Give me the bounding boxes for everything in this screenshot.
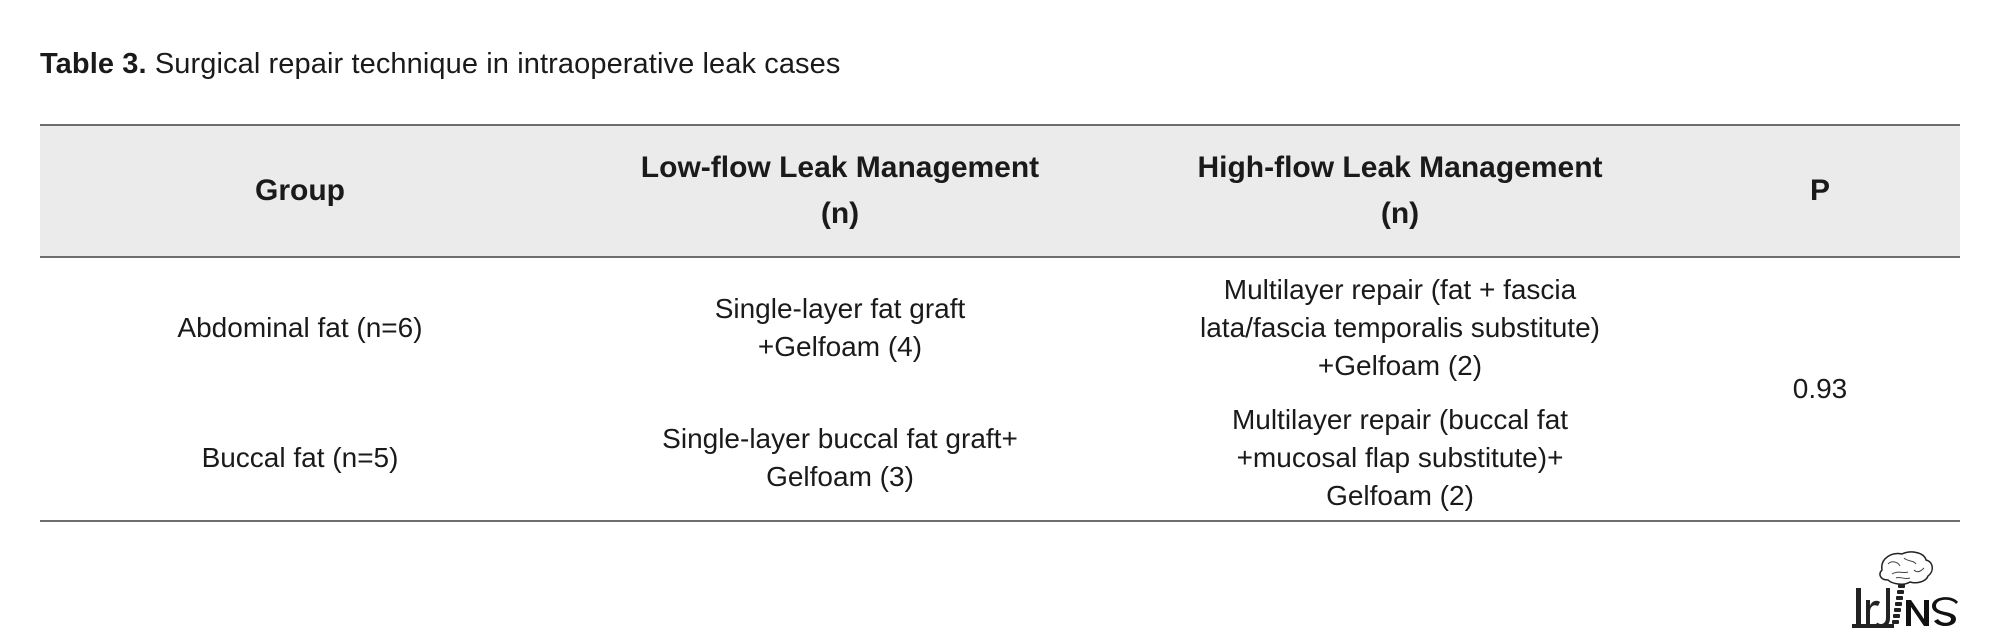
header-low-flow: Low-flow Leak Management (n)	[560, 145, 1120, 237]
cell-low-line2: Gelfoam (3)	[766, 461, 914, 492]
header-low-flow-line2: (n)	[820, 197, 860, 230]
cell-group-text: Abdominal fat (n=6)	[177, 312, 423, 343]
header-high-flow-line1: High-flow Leak Management	[1197, 151, 1603, 184]
table-row: Abdominal fat (n=6) Single-layer fat gra…	[40, 266, 1680, 390]
data-table: Group Low-flow Leak Management (n) High-…	[40, 124, 1960, 522]
header-p-label: P	[1809, 174, 1830, 207]
table-header-row: Group Low-flow Leak Management (n) High-…	[40, 126, 1960, 258]
cell-low-line1: Single-layer fat graft	[714, 293, 966, 324]
table-body: Abdominal fat (n=6) Single-layer fat gra…	[40, 258, 1960, 520]
cell-high-line2: lata/fascia temporalis substitute)	[1200, 312, 1600, 343]
header-high-flow-line2: (n)	[1380, 197, 1420, 230]
header-group: Group	[40, 168, 560, 214]
table-caption: Table 3. Surgical repair technique in in…	[40, 48, 840, 81]
table-row: Buccal fat (n=5) Single-layer buccal fat…	[40, 396, 1680, 520]
cell-high-line3: Gelfoam (2)	[1326, 480, 1474, 511]
cell-high-flow: Multilayer repair (buccal fat +mucosal f…	[1120, 401, 1680, 515]
header-high-flow: High-flow Leak Management (n)	[1120, 145, 1680, 237]
cell-low-flow: Single-layer fat graft +Gelfoam (4)	[560, 290, 1120, 366]
cell-group-text: Buccal fat (n=5)	[201, 442, 399, 473]
cell-p-value: 0.93	[1792, 373, 1848, 404]
caption-label: Table 3.	[40, 48, 147, 80]
brain-spine-logo-icon	[1852, 548, 1960, 632]
cell-group: Buccal fat (n=5)	[40, 439, 560, 477]
cell-low-line1: Single-layer buccal fat graft+	[662, 423, 1018, 454]
caption-text: Surgical repair technique in intraoperat…	[154, 48, 841, 80]
cell-group: Abdominal fat (n=6)	[40, 309, 560, 347]
header-p: P	[1680, 168, 1960, 214]
cell-low-line2: +Gelfoam (4)	[757, 331, 923, 362]
cell-high-flow: Multilayer repair (fat + fascia lata/fas…	[1120, 271, 1680, 385]
cell-low-flow: Single-layer buccal fat graft+ Gelfoam (…	[560, 420, 1120, 496]
header-low-flow-line1: Low-flow Leak Management	[640, 151, 1040, 184]
cell-high-line3: +Gelfoam (2)	[1317, 350, 1483, 381]
cell-high-line1: Multilayer repair (fat + fascia	[1223, 274, 1577, 305]
header-group-label: Group	[255, 174, 345, 207]
cell-high-line2: +mucosal flap substitute)+	[1236, 442, 1564, 473]
cell-high-line1: Multilayer repair (buccal fat	[1231, 404, 1569, 435]
